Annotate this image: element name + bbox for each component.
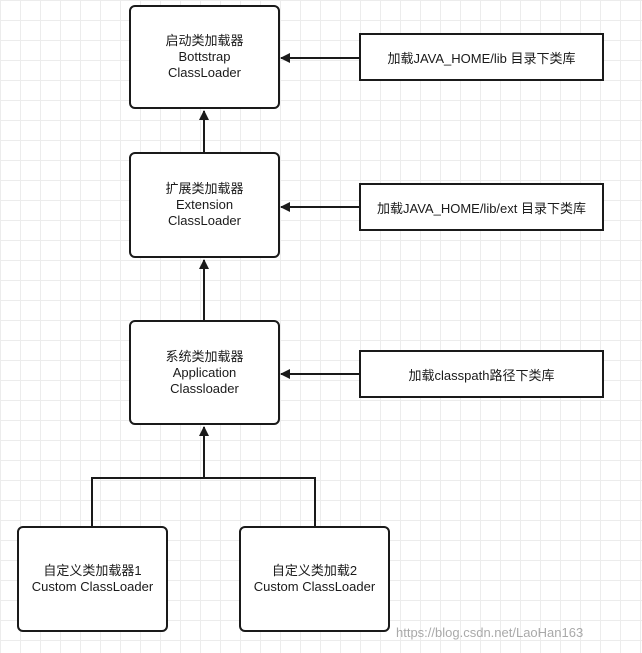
watermark: https://blog.csdn.net/LaoHan163 — [396, 625, 584, 640]
bootstrap-label-cn: 启动类加载器 — [165, 33, 244, 48]
custom1-label-cn: 自定义类加载器1 — [43, 563, 142, 578]
application-label-en: Application — [172, 364, 237, 380]
custom2-label-en: Custom ClassLoader — [253, 579, 376, 594]
custom-classloader-1-node: 自定义类加载器1 Custom ClassLoader — [17, 526, 168, 632]
connector-custom-loaders — [91, 477, 316, 526]
bootstrap-classloader-node: 启动类加载器 Bottstrap ClassLoader — [129, 5, 280, 109]
bootstrap-label-class: ClassLoader — [168, 65, 241, 80]
custom2-label-cn: 自定义类加载2 — [271, 563, 358, 578]
bootstrap-label-en: Bottstrap — [178, 49, 231, 64]
custom-classloader-2-node: 自定义类加载2 Custom ClassLoader — [239, 526, 390, 632]
bootstrap-note: 加载JAVA_HOME/lib 目录下类库 — [359, 33, 604, 81]
extension-label-cn: 扩展类加载器 — [165, 181, 244, 196]
extension-classloader-node: 扩展类加载器 Extension ClassLoader — [129, 152, 280, 258]
application-label-class: Classloader — [170, 380, 239, 396]
extension-label-en: Extension — [175, 197, 234, 212]
extension-note: 加载JAVA_HOME/lib/ext 目录下类库 — [359, 183, 604, 231]
application-label-cn: 系统类加载器 — [165, 348, 244, 364]
custom1-label-en: Custom ClassLoader — [31, 579, 154, 594]
application-classloader-node: 系统类加载器 Application Classloader — [129, 320, 280, 425]
application-note: 加载classpath路径下类库 — [359, 350, 604, 398]
extension-label-class: ClassLoader — [168, 213, 241, 228]
